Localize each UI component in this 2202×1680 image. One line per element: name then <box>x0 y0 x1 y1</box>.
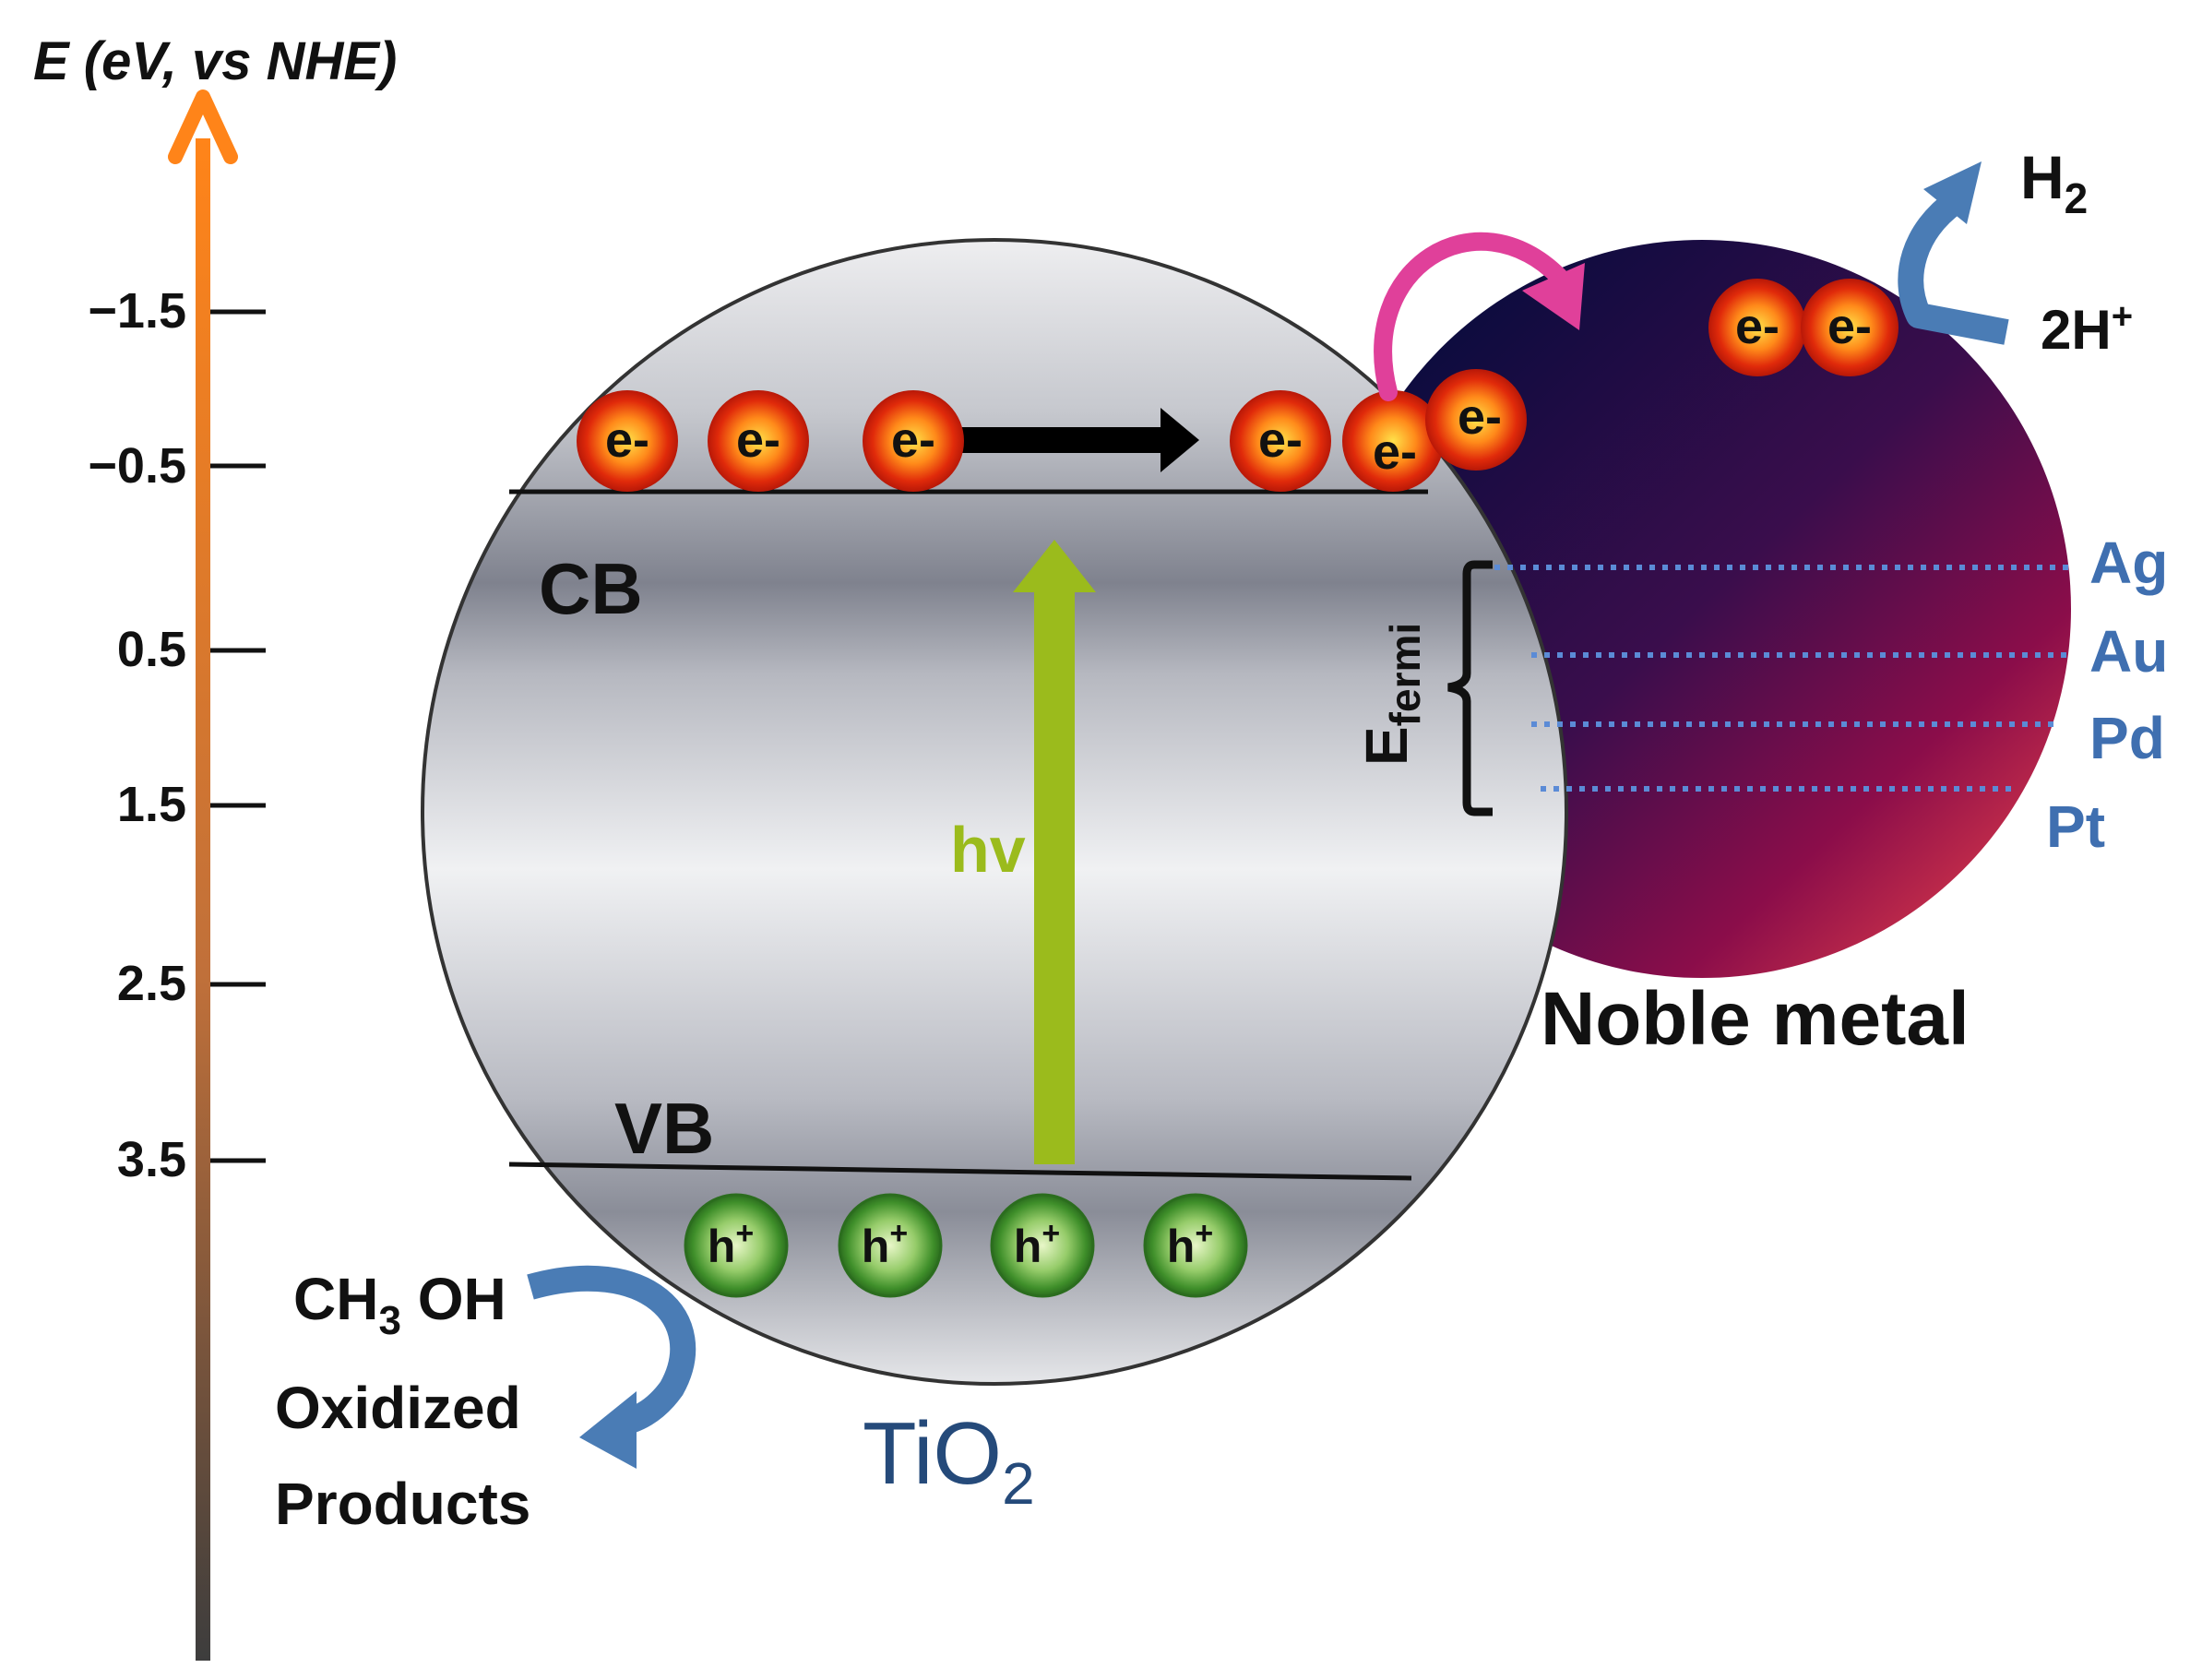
axis-tick: −1.5 <box>88 283 266 339</box>
tick-label: 0.5 <box>117 622 186 677</box>
svg-text:h+: h+ <box>1014 1216 1060 1272</box>
svg-text:e-: e- <box>736 412 780 468</box>
axis-tick: −0.5 <box>88 438 266 494</box>
valence-band-edge <box>508 1162 1412 1181</box>
svg-text:e-: e- <box>891 412 935 468</box>
level-label-pd: Pd <box>2089 705 2165 771</box>
hole: h+ <box>684 1193 789 1298</box>
oxidized-label-line1: Oxidized <box>275 1375 521 1441</box>
electron: e- <box>1342 390 1444 492</box>
noble-metal-label: Noble metal <box>1541 977 1970 1061</box>
svg-text:e-: e- <box>1258 412 1303 468</box>
hole: h+ <box>838 1193 943 1298</box>
fermi-label: Efermi <box>1353 623 1429 766</box>
h2-label: H2 <box>2020 143 2088 222</box>
methanol-label: CH3 OH <box>293 1266 506 1343</box>
hole: h+ <box>1143 1193 1248 1298</box>
svg-text:e-: e- <box>1735 299 1779 354</box>
oxidation-arrow <box>527 1265 696 1438</box>
oxidation-reaction: CH3 OH Oxidized Products <box>275 1265 696 1537</box>
level-label-au: Au <box>2089 618 2168 685</box>
axis-arrow-head <box>168 89 238 164</box>
tick-label: 3.5 <box>117 1132 186 1187</box>
fermi-levels: Ag Au Pd Pt Efermi <box>1353 530 2168 860</box>
tio2-particle: CB VB hv TiO2 <box>421 238 1568 1517</box>
electron: e- <box>708 390 809 492</box>
tio2-label: TiO2 <box>863 1404 1035 1517</box>
electron: e- <box>863 390 964 492</box>
electrons: e- e- e- e- e- e- e- e- <box>577 279 1898 492</box>
tick-label: −1.5 <box>88 283 186 339</box>
tick-label: 2.5 <box>117 956 186 1011</box>
svg-text:e-: e- <box>1827 299 1872 354</box>
electron: e- <box>577 390 678 492</box>
svg-text:e-: e- <box>1373 424 1417 480</box>
axis-tick: 1.5 <box>117 777 266 832</box>
electron: e- <box>1425 369 1527 471</box>
proton-label: 2H+ <box>2041 296 2133 361</box>
axis-tick: 3.5 <box>117 1132 266 1187</box>
interface-transfer-arrow <box>1374 232 1585 401</box>
axis-tick: 2.5 <box>117 956 266 1011</box>
axis-title: E (eV, vs NHE) <box>33 31 397 91</box>
energy-axis: E (eV, vs NHE) −1.5 −0.5 0.5 1.5 2.5 3.5 <box>33 31 397 1661</box>
fermi-bracket <box>1447 560 1493 816</box>
axis-line <box>196 138 210 1661</box>
reduction-arrow <box>1898 190 2009 345</box>
level-label-pt: Pt <box>2046 793 2105 860</box>
tio2-sphere <box>421 238 1568 1386</box>
electron: e- <box>1801 279 1898 376</box>
svg-text:e-: e- <box>605 412 649 468</box>
excitation-arrow <box>1013 540 1096 1164</box>
electron: e- <box>1230 390 1331 492</box>
axis-tick: 0.5 <box>117 622 266 677</box>
vb-label: VB <box>614 1088 714 1169</box>
cb-label: CB <box>539 548 643 629</box>
level-label-ag: Ag <box>2089 530 2168 596</box>
electron-transfer-arrow <box>959 408 1199 472</box>
hv-label: hv <box>950 814 1026 886</box>
oxidized-label-line2: Products <box>275 1471 530 1537</box>
reduction-reaction: H2 2H+ <box>1898 143 2133 361</box>
hole: h+ <box>990 1193 1095 1298</box>
svg-text:h+: h+ <box>862 1216 908 1272</box>
electron: e- <box>1708 279 1806 376</box>
svg-text:h+: h+ <box>1167 1216 1213 1272</box>
holes: h+ h+ h+ h+ <box>684 1193 1248 1298</box>
svg-text:e-: e- <box>1458 389 1502 445</box>
svg-text:h+: h+ <box>708 1216 754 1272</box>
tick-label: 1.5 <box>117 777 186 832</box>
tick-label: −0.5 <box>88 438 186 494</box>
